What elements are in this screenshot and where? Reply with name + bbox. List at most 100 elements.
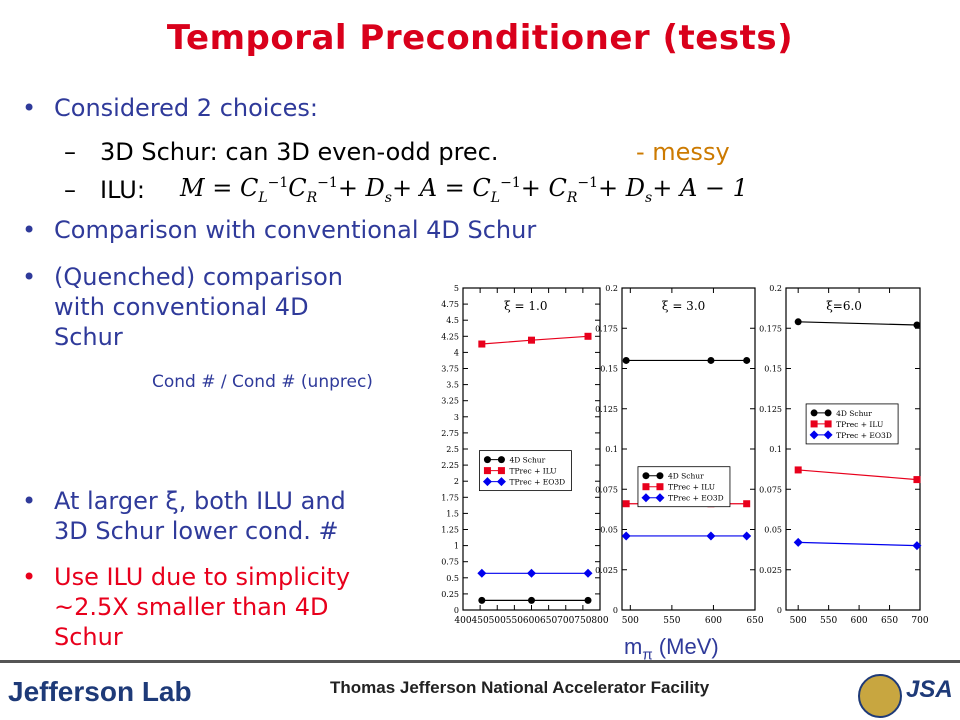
formula-sup: −1	[577, 175, 599, 191]
data-point	[622, 500, 630, 508]
formula-sub: s	[384, 189, 392, 206]
plot-frame	[621, 287, 756, 611]
x-tick-label: 600	[523, 616, 540, 626]
y-tick-label: 0	[454, 606, 459, 615]
y-tick-label: 0.1	[605, 445, 618, 454]
y-tick-label: 0	[613, 606, 618, 615]
facility-name: Thomas Jefferson National Accelerator Fa…	[330, 678, 710, 697]
y-tick-label: 1.5	[446, 509, 459, 518]
x-axis-label: mπ (MeV)	[624, 634, 719, 663]
legend-marker	[824, 420, 832, 428]
legend-label: 4D Schur	[836, 409, 872, 418]
x-tick-label: 600	[850, 616, 867, 626]
x-tick-label: 800	[591, 616, 608, 626]
data-point	[527, 568, 536, 578]
y-tick-label: 1	[454, 542, 459, 551]
x-axis-label-unit: (MeV)	[652, 634, 719, 659]
data-point	[621, 531, 631, 541]
legend-marker	[655, 493, 665, 503]
y-tick-label: 3.25	[441, 397, 459, 406]
y-tick-label: 4.75	[441, 300, 459, 309]
y-tick-label: 0.075	[595, 485, 618, 494]
formula-sup: −1	[267, 175, 289, 191]
y-tick-label: 2.25	[441, 461, 459, 470]
y-tick-label: 0.1	[769, 445, 782, 454]
legend-marker	[497, 467, 505, 475]
formula-sub: R	[566, 189, 578, 206]
legend-label: TPrec + ILU	[836, 420, 883, 429]
bullet-marker: •	[22, 263, 37, 291]
y-tick-label: 0.025	[759, 566, 782, 575]
bullet-text: Schur	[54, 623, 123, 651]
legend-marker	[810, 409, 818, 417]
x-tick-label: 600	[705, 616, 722, 626]
doe-seal-icon	[858, 674, 902, 718]
y-tick-label: 2.75	[441, 429, 459, 438]
legend-marker	[496, 477, 506, 487]
data-point	[743, 500, 751, 508]
bullet-larger-xi: • At larger ξ, both ILU and 3D Schur lowe…	[22, 486, 346, 546]
bullet-marker: •	[22, 487, 37, 515]
bullet-marker: •	[22, 216, 37, 244]
y-tick-label: 0.25	[441, 590, 459, 599]
bullet-use-ilu: • Use ILU due to simplicity ~2.5X smaller…	[22, 562, 350, 652]
jefferson-lab-logo: Jefferson Lab	[8, 676, 192, 707]
bullet-text: Use ILU due to simplicity	[54, 563, 351, 591]
x-tick-label: 750	[574, 616, 591, 626]
legend-marker	[810, 420, 818, 428]
legend-marker	[497, 456, 505, 464]
data-point	[528, 596, 535, 604]
legend-marker	[483, 456, 491, 464]
data-point	[584, 332, 592, 340]
bullet-marker: •	[22, 94, 37, 122]
y-tick-label: 0.175	[595, 324, 618, 333]
slide-title: Temporal Preconditioner (tests)	[166, 18, 794, 58]
x-tick-label: 700	[557, 616, 574, 626]
data-point	[477, 568, 487, 578]
legend-marker	[483, 467, 491, 475]
jsa-logo: JSA	[906, 676, 953, 703]
legend-label: TPrec + ILU	[509, 467, 556, 476]
y-tick-label: 1.75	[441, 493, 459, 502]
y-tick-label: 0.05	[600, 526, 618, 535]
legend-marker	[656, 472, 664, 480]
legend-label: TPrec + EO3D	[509, 478, 565, 487]
data-point	[584, 596, 592, 604]
bullet-text: At larger ξ, both ILU and	[54, 487, 346, 515]
bullet-text: with conventional 4D	[54, 293, 309, 321]
bullet-text: (Quenched) comparison	[54, 263, 343, 291]
bullet-quenched: • (Quenched) comparison with conventional…	[22, 262, 343, 352]
bullet-text: ~2.5X smaller than 4D	[54, 593, 329, 621]
formula-sub: L	[490, 189, 501, 206]
x-tick-label: 700	[911, 616, 928, 626]
legend-label: TPrec + ILU	[668, 483, 715, 492]
y-tick-label: 0.125	[759, 405, 782, 414]
legend-marker	[482, 477, 492, 487]
data-point	[478, 340, 486, 348]
data-point	[794, 466, 802, 474]
x-axis-label-sub: π	[642, 646, 653, 664]
y-tick-label: 0.075	[759, 485, 782, 494]
bullet-considered: •Considered 2 choices:	[22, 94, 318, 122]
data-point	[707, 356, 715, 364]
x-axis-label-main: m	[624, 634, 643, 659]
formula-sup: −1	[500, 175, 521, 191]
footer-rule	[0, 660, 960, 663]
dash-marker: –	[64, 138, 76, 166]
bullet-marker: •	[22, 563, 37, 591]
data-point	[912, 541, 922, 551]
data-point	[528, 336, 535, 344]
data-point	[706, 531, 716, 541]
legend-label: TPrec + EO3D	[836, 431, 892, 440]
legend-label: 4D Schur	[668, 472, 704, 481]
condition-number-charts: 00.250.50.7511.251.51.7522.252.52.7533.2…	[441, 284, 929, 626]
bullet-text: 3D Schur lower cond. #	[54, 517, 339, 545]
sub-bullet-ilu: –ILU:	[64, 176, 145, 204]
data-point	[583, 568, 593, 578]
x-tick-label: 650	[881, 616, 898, 626]
series-line	[798, 321, 917, 326]
sub-bullet-text: 3D Schur: can 3D even-odd prec.	[100, 138, 499, 166]
data-point	[793, 537, 803, 547]
plot-frame	[785, 287, 921, 611]
y-tick-label: 4	[454, 348, 459, 357]
